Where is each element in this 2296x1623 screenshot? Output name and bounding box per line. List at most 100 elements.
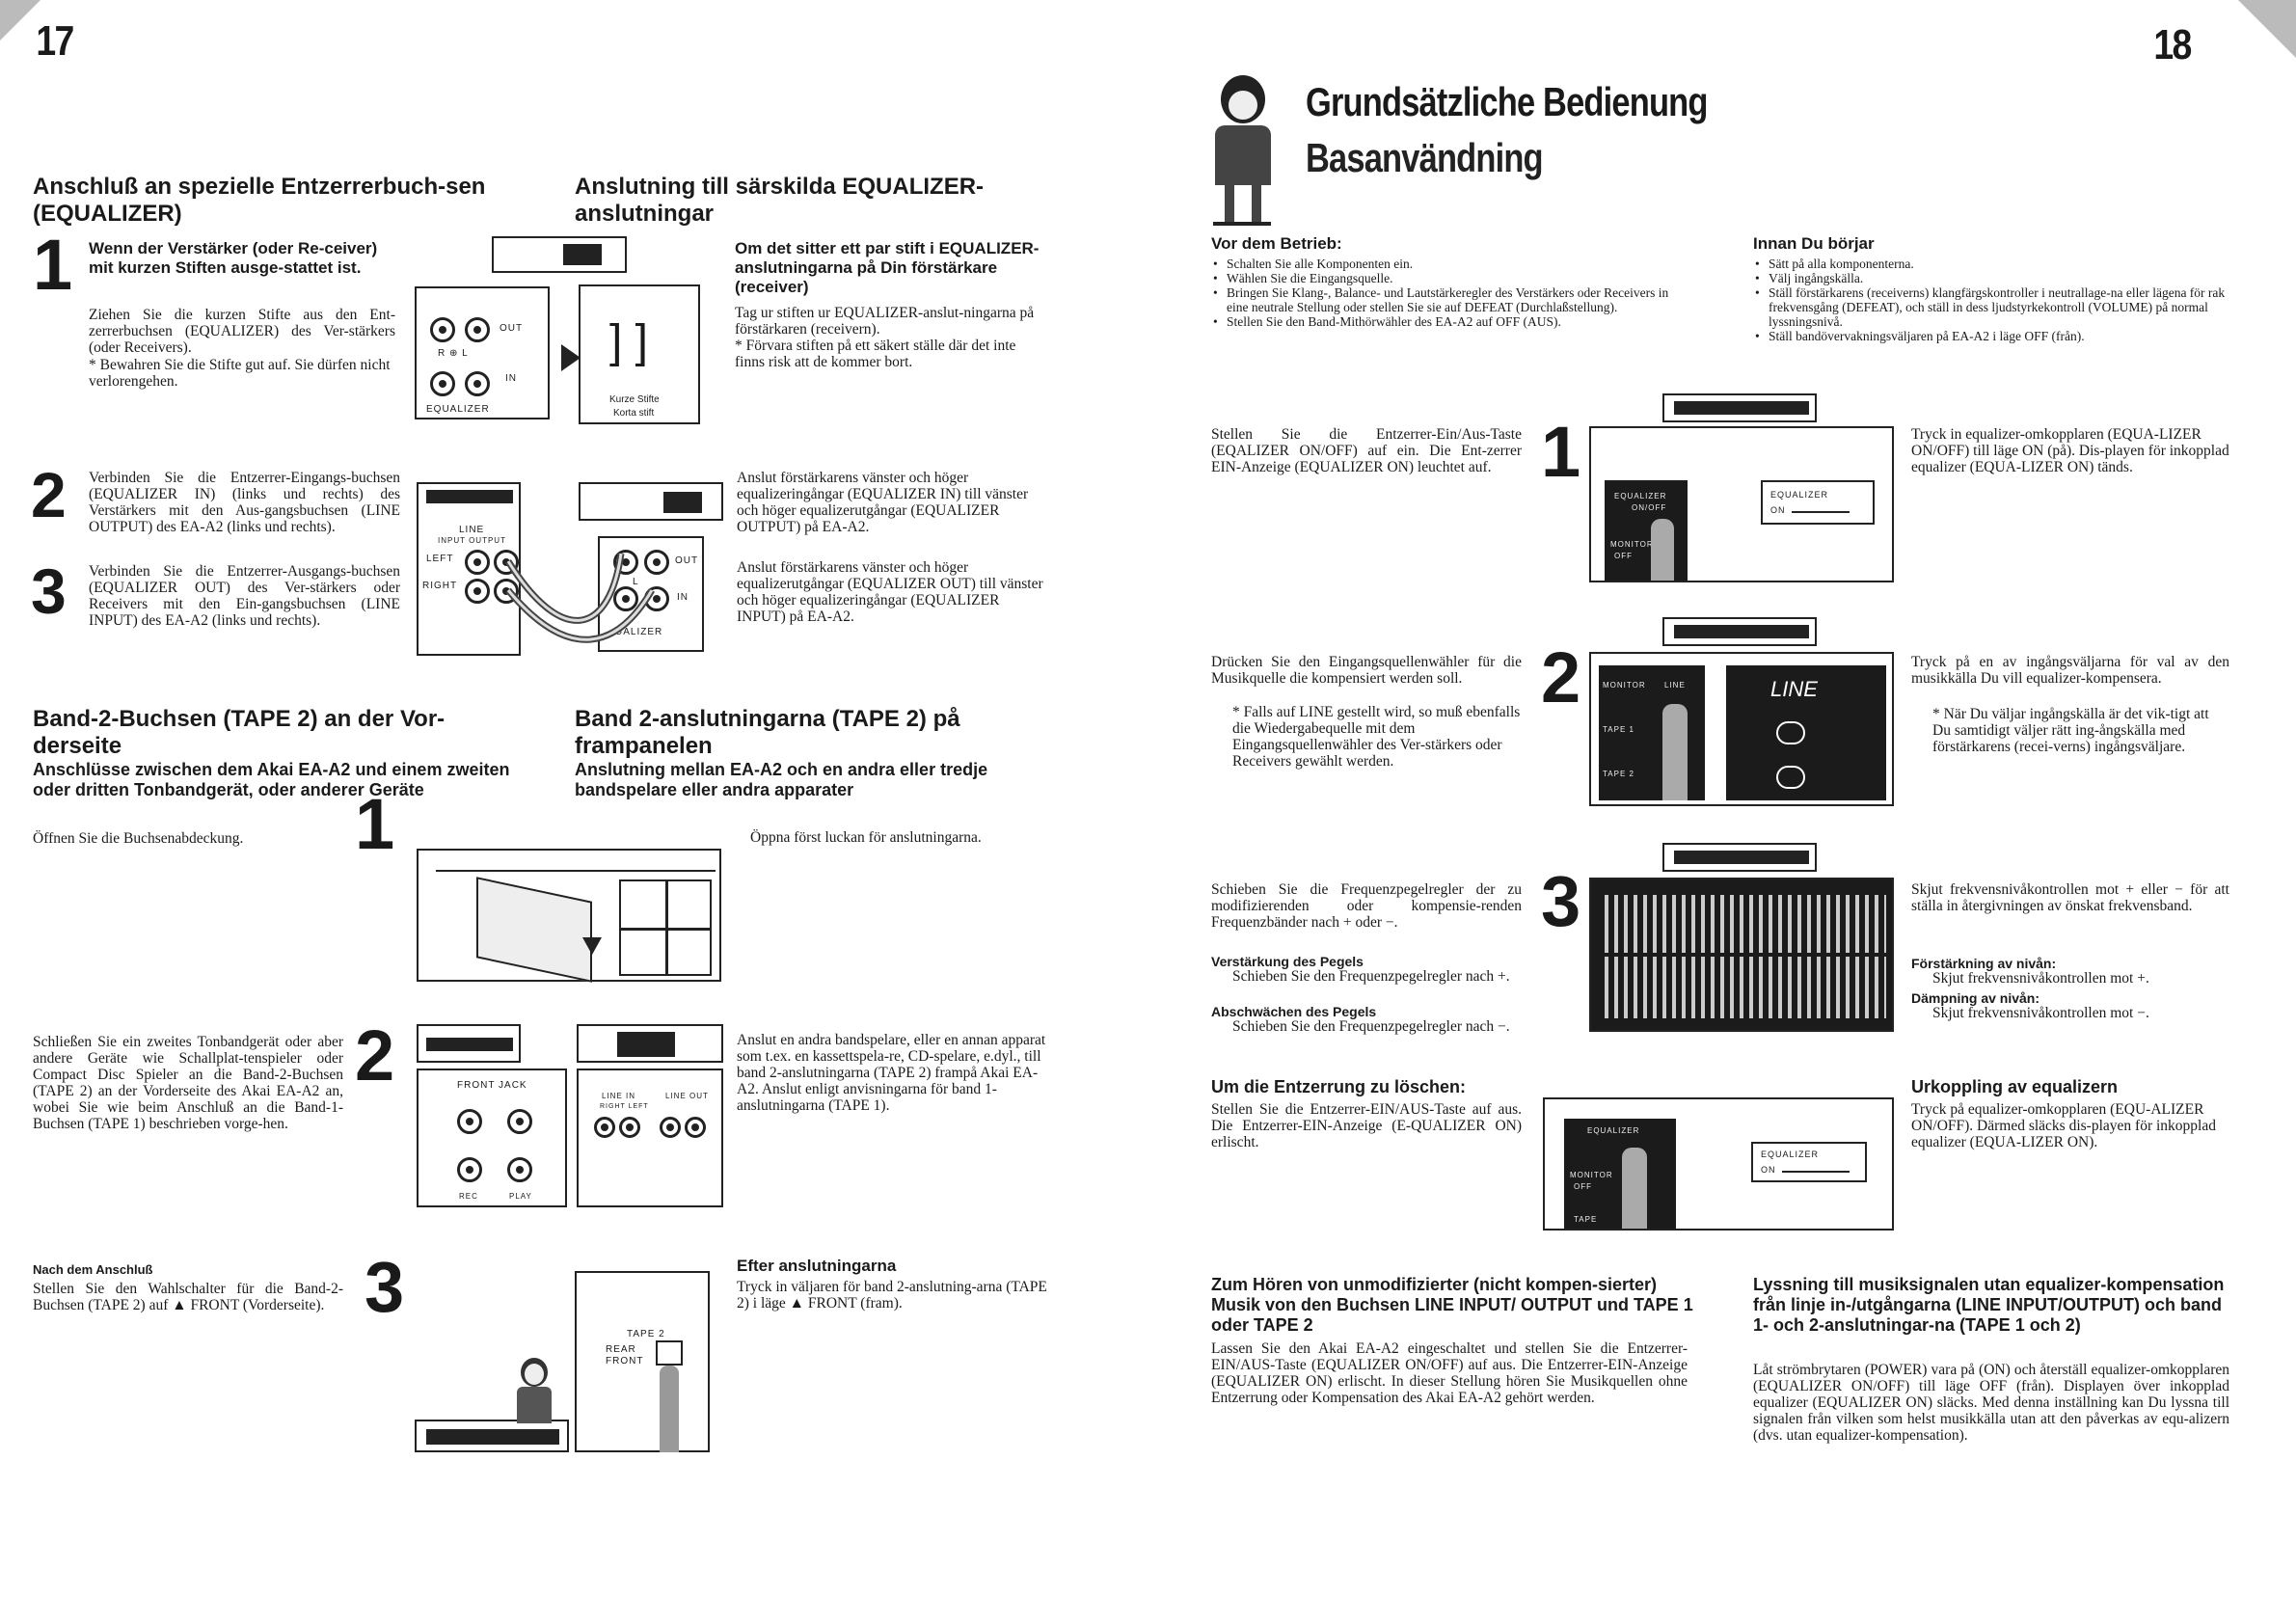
sec4-text-de: Öffnen Sie die Buchsenabdeckung. [33,830,244,847]
s5-sv: Låt strömbrytaren (POWER) vara på (ON) o… [1753,1362,2229,1444]
s2-fig-big-line: LINE [1770,677,1818,701]
before-sv-item: Välj ingångskälla. [1753,271,2235,285]
s4-fig-mon: MONITOR [1570,1171,1613,1179]
sec4-sv2: Anslut en andra bandspelare, eller en an… [737,1032,1046,1114]
s2-fig-t2: TAPE 2 [1603,770,1634,778]
sec4-step-2: 2 [355,1015,395,1096]
sec1-sv-text: Tag ur stiften ur EQUALIZER-anslut-ninga… [735,305,1035,338]
sec5-text-sv: Tryck in väljaren för band 2-anslutning-… [737,1279,1047,1312]
right-title-sv: Basanvändning [1306,135,1544,180]
before-de-list: Schalten Sie alle Komponenten ein. Wähle… [1211,257,1693,329]
s4-fig-off: OFF [1574,1182,1592,1191]
sec1-de-note: * Bewahren Sie die Stifte gut auf. Sie d… [89,357,391,390]
page-number-right: 18 [2153,21,2192,68]
page-number-left: 17 [36,17,74,65]
sec1-pins-figure: ] ] Kurze Stifte Korta stift [579,284,700,424]
fig4-tape: TAPE 2 [627,1329,665,1339]
sec4-text-sv: Öppna först luckan för anslutningarna. [750,829,982,846]
sec1-amp-figure: OUT R ⊕ L IN EQUALIZER [415,236,646,424]
sec23-sv2: Anslut förstärkarens vänster och höger e… [737,470,1029,535]
sec5-tape-figure: TAPE 2 REAR FRONT [575,1271,710,1452]
s2-figure: MONITOR LINE TAPE 1 TAPE 2 LINE [1589,617,1894,806]
before-sv-item: Ställ bandövervakningsväljaren på EA-A2 … [1753,329,2235,343]
s3-de-t2: Schieben Sie den Frequenzpegelregler nac… [1232,1018,1510,1035]
s3-de: Schieben Sie die Frequenzpegelregler der… [1211,881,1522,931]
s5-head-de: Zum Hören von unmodifizierter (nicht kom… [1211,1275,1693,1335]
fig2-in-label: IN [677,592,689,603]
sec4-title-de: Band-2-Buchsen (TAPE 2) an der Vor-derse… [33,706,446,759]
sec1-title-sv: Anslutning till särskilda EQUALIZER-ansl… [575,174,985,227]
sec5-meter-figure [415,1420,569,1452]
before-sv-head: Innan Du börjar [1753,234,1875,253]
fig1-out-label: OUT [500,323,524,334]
before-sv-item: Ställ förstärkarens (receiverns) klangfä… [1753,285,2235,329]
fig2-left-label: LEFT [426,554,454,564]
left-corner-triangle [0,0,41,41]
s4-fig-on: ON [1761,1165,1776,1175]
sec23-connection-figure: LINE INPUT OUTPUT LEFT RIGHT OUT L IN UA… [417,482,723,658]
sec4-cover-figure [417,849,721,983]
s3-de-t1: Schieben Sie den Frequenzpegelregler nac… [1232,968,1510,985]
before-sv-item: Sätt på alla komponenterna. [1753,257,2235,271]
sec1-de-bold: Wenn der Verstärker (oder Re-ceiver) mit… [89,239,378,277]
s3-step: 3 [1541,861,1581,941]
before-de-item: Wählen Sie die Eingangsquelle. [1211,271,1693,285]
s3-de-h2: Abschwächen des Pegels [1211,1004,1377,1019]
fig3-play: PLAY [509,1192,532,1201]
s2-sv: Tryck på en av ingångsväljarna för val a… [1911,654,2229,687]
fig1-in-label: IN [505,373,517,384]
s2-de-note: * Falls auf LINE gestellt wird, so muß e… [1232,704,1521,770]
sec4-step-1: 1 [355,784,395,864]
fig2-inout-label: INPUT OUTPUT [438,536,506,545]
fig1-rl-label: R ⊕ L [438,348,469,359]
fig3-line-in: LINE IN [602,1092,636,1100]
s4-de: Stellen Sie die Entzerrer-EIN/AUS-Taste … [1211,1101,1522,1150]
sec23-de3: Verbinden Sie die Entzerrer-Ausgangs-buc… [89,563,400,629]
sec4-title-sv: Band 2-anslutningarna (TAPE 2) på frampa… [575,706,960,759]
before-de-item: Schalten Sie alle Komponenten ein. [1211,257,1693,271]
mascot-small-icon [513,1358,555,1425]
s4-figure: EQUALIZER MONITOR OFF TAPE EQUALIZER ON [1543,1097,1894,1231]
right-title-de: Grundsätzliche Bedienung [1306,79,1708,124]
sec1-step-number: 1 [33,225,73,305]
sec4-sub-sv: Anslutning mellan EA-A2 och en andra ell… [575,760,988,799]
s2-fig-t1: TAPE 1 [1603,725,1634,734]
s1-fig-onoff: ON/OFF [1632,503,1667,512]
s1-fig-on: ON [1770,505,1786,515]
fig2-line-label: LINE [459,525,485,535]
fig2-l-label: L [633,577,639,587]
s1-figure: EQUALIZER ON/OFF MONITOR OFF EQUALIZER O… [1589,393,1894,582]
sec5-text-de: Stellen Sie den Wahlschalter für die Ban… [33,1281,343,1313]
before-de-item: Bringen Sie Klang-, Balance- und Lautstä… [1211,285,1693,314]
fig2-out-label: OUT [675,555,699,566]
sec1-sv-note: * Förvara stiften på ett säkert ställe d… [735,338,1016,370]
fig3-rec: REC [459,1192,478,1201]
fig2-right-label: RIGHT [422,581,458,591]
s3-de-h1: Verstärkung des Pegels [1211,954,1364,969]
sec4-sub-de: Anschlüsse zwischen dem Akai EA-A2 und e… [33,760,510,799]
sec4-de2: Schließen Sie ein zweites Tonbandgerät o… [33,1034,343,1132]
s1-fig-eq2: EQUALIZER [1770,490,1829,500]
sec1-sv-bold: Om det sitter ett par stift i EQUALIZER-… [735,239,1040,296]
fig1-eq-label: EQUALIZER [426,404,490,415]
cable-lines [505,553,656,643]
before-de-head: Vor dem Betrieb: [1211,234,1342,253]
s4-head-de: Um die Entzerrung zu löschen: [1211,1077,1467,1096]
s4-fig-eq2: EQUALIZER [1761,1150,1820,1159]
fig3-front-jack: FRONT JACK [457,1080,527,1091]
sec5-step-3: 3 [365,1247,405,1327]
s4-sv: Tryck på equalizer-omkopplaren (EQU-ALIZ… [1911,1101,2216,1150]
s3-sv-t2: Skjut frekvensnivåkontrollen mot −. [1932,1005,2149,1021]
s1-fig-off: OFF [1614,552,1633,560]
s1-fig-eq: EQUALIZER [1614,492,1667,500]
fig4-rear: REAR [606,1344,636,1355]
s2-de: Drücken Sie den Eingangsquellenwähler fü… [1211,654,1522,687]
fig1-pins-sv: Korta stift [613,408,655,419]
sec23-step-3: 3 [31,555,67,627]
sec23-de2: Verbinden Sie die Entzerrer-Eingangs-buc… [89,470,400,535]
arrow-right-icon [561,344,581,371]
s3-sv-h2: Dämpning av nivån: [1911,990,2040,1006]
s3-sv: Skjut frekvensnivåkontrollen mot + eller… [1911,881,2229,914]
before-sv-list: Sätt på alla komponenterna. Välj ingångs… [1753,257,2235,343]
s5-de: Lassen Sie den Akai EA-A2 eingeschaltet … [1211,1340,1688,1406]
